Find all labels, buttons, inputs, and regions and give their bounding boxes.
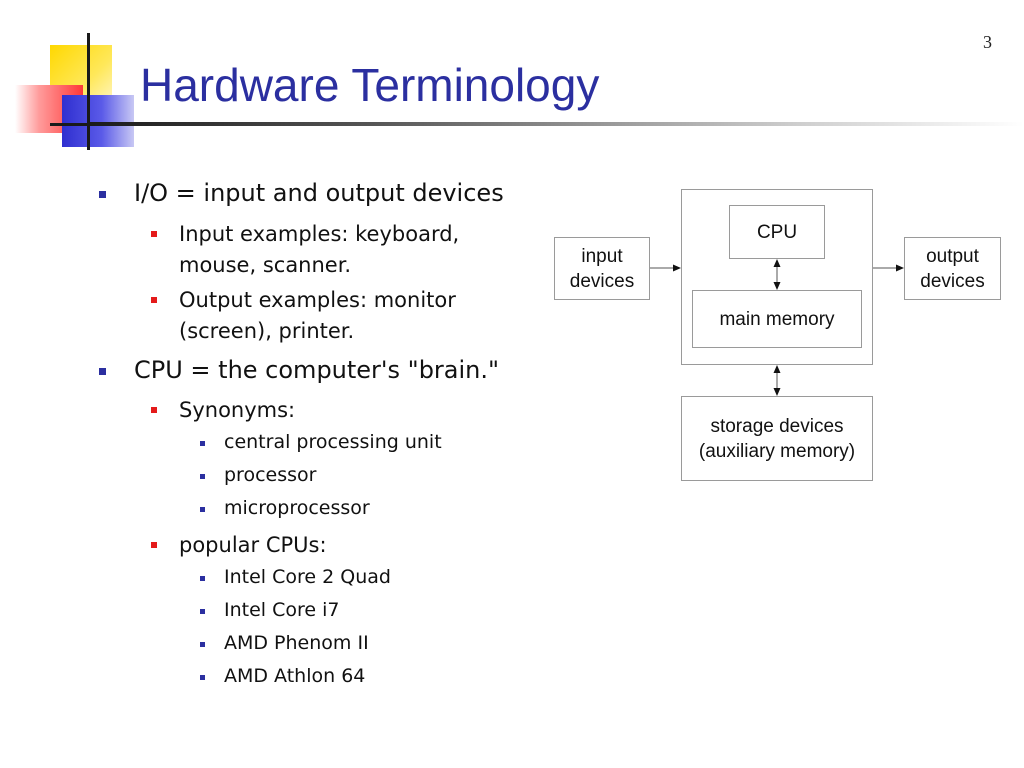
bullet-text: AMD Phenom II xyxy=(224,632,369,654)
cpu-box: CPU xyxy=(729,205,825,259)
bullet-io: I/O = input and output devices xyxy=(99,179,504,207)
output-devices-label-line: output xyxy=(926,245,979,267)
storage-devices-label-line: storage devices xyxy=(710,415,844,437)
page-number: 3 xyxy=(983,32,992,52)
bullet-text-line: mouse, scanner. xyxy=(179,253,352,277)
slide-title: Hardware Terminology xyxy=(140,59,600,111)
computer-storage-arrowhead-down xyxy=(773,388,781,396)
bullet-amd-phenom-ii: AMD Phenom II xyxy=(200,632,369,654)
bullet-output-examples: Output examples: monitor (screen), print… xyxy=(151,285,456,347)
bullet-text-line: Input examples: keyboard, xyxy=(179,222,460,246)
cpu-label: CPU xyxy=(756,222,798,243)
cpu-memory-arrowhead-up xyxy=(773,259,781,267)
bullet-text: processor xyxy=(224,464,317,486)
bullet-marker xyxy=(200,576,205,581)
decorative-logo xyxy=(0,0,160,160)
bullet-central-processing-unit: central processing unit xyxy=(200,431,442,453)
logo-vertical-line xyxy=(87,33,90,150)
bullet-processor: processor xyxy=(200,464,317,486)
bullet-marker xyxy=(151,297,157,303)
bullet-text: Intel Core i7 xyxy=(224,599,340,621)
bullet-marker xyxy=(200,642,205,647)
bullet-marker xyxy=(151,542,157,548)
bullet-marker xyxy=(200,441,205,446)
bullet-marker xyxy=(151,407,157,413)
bullet-popular-cpus: popular CPUs: xyxy=(151,530,327,561)
main-memory-label: main memory xyxy=(719,308,835,330)
bullet-text: Synonyms: xyxy=(179,398,296,422)
bullet-text-line: Output examples: monitor xyxy=(179,288,456,312)
bullet-marker xyxy=(151,231,157,237)
bullet-text: Intel Core 2 Quad xyxy=(224,566,391,588)
bullet-text: central processing unit xyxy=(224,431,442,453)
bullet-text: AMD Athlon 64 xyxy=(224,665,366,687)
storage-devices-box: storage devices (auxiliary memory) xyxy=(681,396,873,481)
bullet-text-line: (screen), printer. xyxy=(179,319,355,343)
bullet-marker xyxy=(200,609,205,614)
bullet-synonyms: Synonyms: xyxy=(151,395,296,426)
input-devices-label-line: devices xyxy=(569,270,635,292)
bullet-intel-core-2-quad: Intel Core 2 Quad xyxy=(200,566,391,588)
logo-horizontal-line xyxy=(50,123,100,126)
output-devices-box: output devices xyxy=(904,237,1001,300)
bullet-marker xyxy=(99,368,106,375)
bullet-input-examples: Input examples: keyboard, mouse, scanner… xyxy=(151,219,460,281)
bullet-text: CPU = the computer's "brain." xyxy=(134,356,500,384)
storage-devices-label-line: (auxiliary memory) xyxy=(698,440,856,462)
bullet-marker xyxy=(99,191,106,198)
bullet-intel-core-i7: Intel Core i7 xyxy=(200,599,340,621)
bullet-marker xyxy=(200,507,205,512)
computer-storage-arrowhead-up xyxy=(773,365,781,373)
bullet-marker xyxy=(200,474,205,479)
bullet-microprocessor: microprocessor xyxy=(200,497,370,519)
bullet-text: popular CPUs: xyxy=(179,533,327,557)
bullet-amd-athlon-64: AMD Athlon 64 xyxy=(200,665,366,687)
input-to-computer-arrowhead xyxy=(673,264,681,272)
main-memory-box: main memory xyxy=(692,290,862,348)
bullet-marker xyxy=(200,675,205,680)
bullet-text: microprocessor xyxy=(224,497,370,519)
computer-to-output-arrowhead xyxy=(896,264,904,272)
title-underline xyxy=(88,122,1024,126)
bullet-text: I/O = input and output devices xyxy=(134,179,504,207)
bullet-cpu: CPU = the computer's "brain." xyxy=(99,356,500,384)
cpu-memory-arrowhead-down xyxy=(773,282,781,290)
input-devices-label-line: input xyxy=(581,245,623,267)
output-devices-label-line: devices xyxy=(920,270,985,292)
logo-blue-square xyxy=(62,95,134,147)
input-devices-box: input devices xyxy=(554,237,650,300)
